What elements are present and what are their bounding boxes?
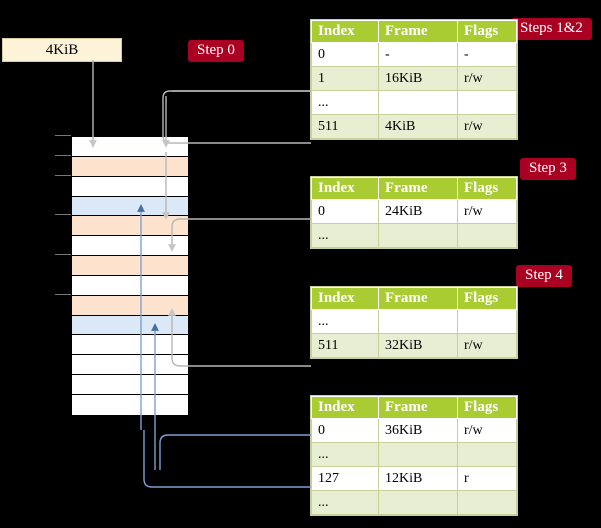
- source-frame-label: 4KiB: [45, 41, 79, 58]
- physical-memory-grid: [70, 135, 190, 415]
- memory-grid-tick: [55, 254, 71, 256]
- table-row: ...: [311, 490, 517, 515]
- memory-frame-row: [72, 275, 188, 296]
- cell-flags: r/w: [457, 114, 517, 139]
- memory-frame-row: [72, 176, 188, 197]
- table-row: 0--: [311, 42, 517, 67]
- memory-frame-row: [72, 295, 188, 316]
- column-header-frame: Frame: [378, 396, 458, 419]
- cell-frame: 16KiB: [378, 66, 458, 91]
- cell-frame: [378, 490, 458, 515]
- memory-frame-row: [72, 335, 188, 356]
- cell-index: 0: [311, 42, 379, 67]
- wire-t2-row0: [168, 218, 311, 252]
- cell-index: ...: [311, 223, 379, 248]
- cell-frame: [378, 442, 458, 467]
- column-header-frame: Frame: [378, 20, 458, 43]
- wire-t4-row0: [159, 434, 311, 470]
- cell-frame: [378, 309, 458, 334]
- memory-grid-tick: [55, 154, 71, 156]
- column-header-flags: Flags: [457, 20, 517, 43]
- memory-frame-row: [72, 236, 188, 257]
- cell-index: 1: [311, 66, 379, 91]
- cell-index: ...: [311, 309, 379, 334]
- cell-flags: [457, 490, 517, 515]
- memory-frame-row: [72, 137, 188, 157]
- cell-flags: r: [457, 466, 517, 491]
- column-header-flags: Flags: [457, 396, 517, 419]
- cell-flags: r/w: [457, 333, 517, 358]
- memory-frame-row: [72, 375, 188, 395]
- badge-steps-1and2: Steps 1&2: [511, 18, 592, 40]
- memory-frame-row: [72, 394, 188, 415]
- cell-frame: [378, 90, 458, 115]
- cell-index: 511: [311, 333, 379, 358]
- memory-frame-row: [72, 196, 188, 217]
- wire-t4-row127: [143, 430, 311, 488]
- cell-frame: 4KiB: [378, 114, 458, 139]
- cell-index: 0: [311, 418, 379, 443]
- memory-frame-row: [72, 216, 188, 237]
- badge-step-3: Step 3: [520, 158, 576, 180]
- cell-index: 511: [311, 114, 379, 139]
- table-row: ...: [311, 442, 517, 467]
- memory-frame-row: [72, 256, 188, 276]
- cell-index: ...: [311, 90, 379, 115]
- column-header-flags: Flags: [457, 177, 517, 200]
- memory-frame-row: [72, 355, 188, 376]
- memory-grid-tick: [55, 293, 71, 295]
- cell-flags: r/w: [457, 66, 517, 91]
- cell-index: 0: [311, 199, 379, 224]
- cell-frame: 12KiB: [378, 466, 458, 491]
- memory-grid-tick: [55, 174, 71, 176]
- column-header-index: Index: [311, 177, 379, 200]
- cell-frame: 36KiB: [378, 418, 458, 443]
- column-header-index: Index: [311, 20, 379, 43]
- table-row: ...: [311, 309, 517, 334]
- memory-grid-tick: [55, 135, 71, 136]
- cell-flags: [457, 309, 517, 334]
- badge-step-4: Step 4: [516, 265, 572, 287]
- cell-flags: r/w: [457, 418, 517, 443]
- cell-index: 127: [311, 466, 379, 491]
- cell-frame: 32KiB: [378, 333, 458, 358]
- cell-flags: [457, 223, 517, 248]
- cell-index: ...: [311, 490, 379, 515]
- badge-step-0: Step 0: [188, 40, 244, 62]
- column-header-frame: Frame: [378, 287, 458, 310]
- table-row: ...: [311, 223, 517, 248]
- column-header-flags: Flags: [457, 287, 517, 310]
- cell-frame: 24KiB: [378, 199, 458, 224]
- column-header-index: Index: [311, 396, 379, 419]
- table-row: ...: [311, 90, 517, 115]
- cell-flags: [457, 90, 517, 115]
- cell-index: ...: [311, 442, 379, 467]
- memory-frame-row: [72, 315, 188, 336]
- cell-frame: [378, 223, 458, 248]
- memory-frame-row: [72, 156, 188, 177]
- column-header-frame: Frame: [378, 177, 458, 200]
- memory-grid-tick: [55, 214, 71, 216]
- cell-flags: [457, 442, 517, 467]
- source-frame-box: 4KiB: [2, 38, 122, 62]
- cell-flags: -: [457, 42, 517, 67]
- wire-t3-row511: [168, 308, 311, 367]
- cell-flags: r/w: [457, 199, 517, 224]
- cell-frame: -: [378, 42, 458, 67]
- column-header-index: Index: [311, 287, 379, 310]
